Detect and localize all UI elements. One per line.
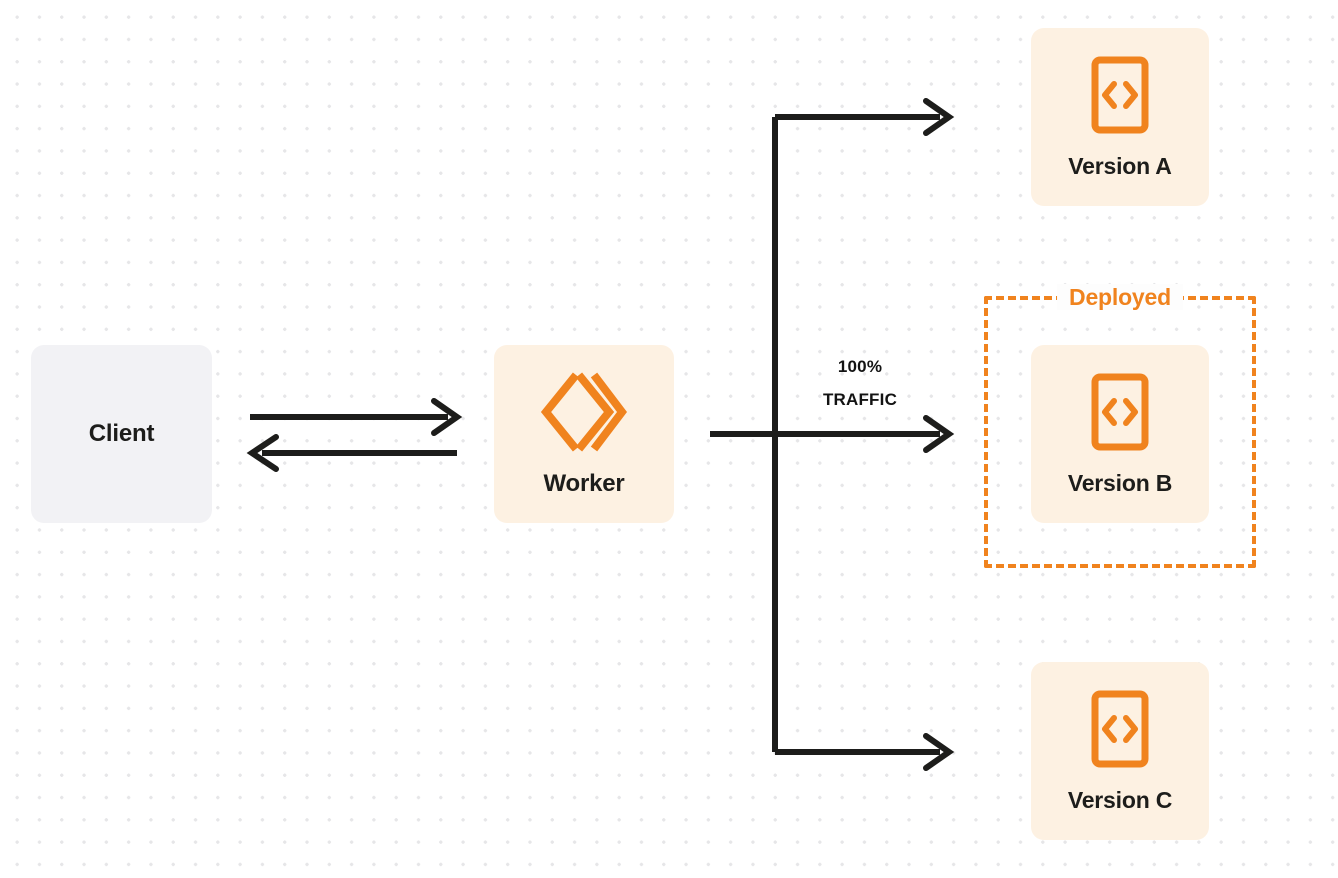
edge-worker-to-version-a bbox=[775, 98, 955, 136]
code-file-icon bbox=[1090, 55, 1150, 135]
traffic-word: TRAFFIC bbox=[822, 390, 898, 409]
version-a-label: Version A bbox=[1068, 152, 1172, 179]
version-b-node[interactable]: Version B bbox=[1031, 345, 1209, 523]
code-file-icon bbox=[1090, 372, 1150, 452]
deployed-group-boundary: Deployed bbox=[984, 284, 1256, 568]
edge-client-to-worker bbox=[250, 398, 463, 436]
traffic-label: 100% TRAFFIC bbox=[790, 350, 930, 416]
version-c-label: Version C bbox=[1067, 786, 1173, 813]
cloudflare-workers-logo-icon bbox=[541, 370, 627, 454]
edge-worker-to-version-b bbox=[710, 415, 955, 453]
code-file-icon bbox=[1090, 689, 1150, 769]
worker-label: Worker bbox=[543, 470, 625, 497]
edge-worker-to-client bbox=[246, 434, 457, 472]
edge-worker-to-version-c bbox=[775, 733, 955, 771]
deployed-group-label: Deployed bbox=[1057, 284, 1183, 310]
version-c-node[interactable]: Version C bbox=[1031, 662, 1209, 840]
version-b-label: Version B bbox=[1067, 469, 1173, 496]
client-node[interactable]: Client bbox=[31, 345, 212, 523]
traffic-percent: 100% bbox=[837, 357, 883, 376]
client-label: Client bbox=[88, 420, 155, 447]
worker-node[interactable]: Worker bbox=[494, 345, 674, 523]
version-a-node[interactable]: Version A bbox=[1031, 28, 1209, 206]
